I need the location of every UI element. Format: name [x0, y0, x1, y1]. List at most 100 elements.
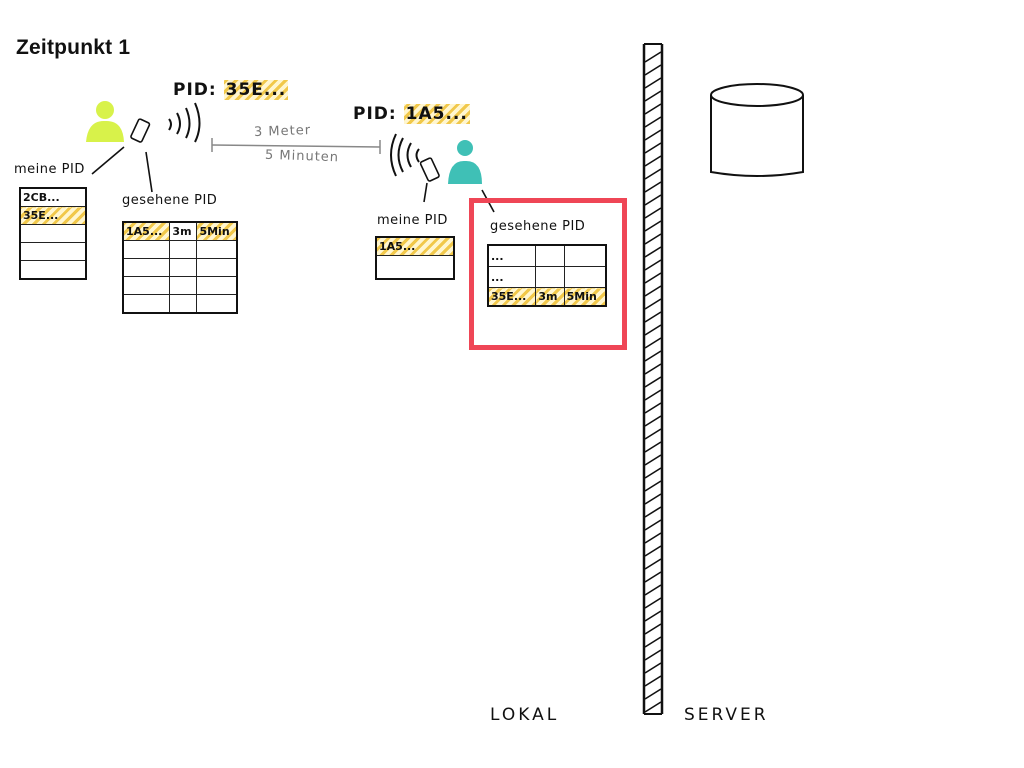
table-cell: 5Min [196, 221, 238, 241]
table-cell: ... [487, 266, 537, 288]
wall-hatch-line [644, 688, 662, 700]
table-cell [169, 240, 198, 259]
wall-hatch-line [644, 467, 662, 479]
table-cell [535, 266, 565, 288]
table-cell [196, 294, 238, 314]
wall-hatch-line [644, 350, 662, 362]
wall-hatch-line [644, 454, 662, 466]
wall-hatch-line [644, 298, 662, 310]
table-row [122, 276, 238, 295]
wall-hatch-line [644, 545, 662, 557]
wall-hatch-line [644, 246, 662, 258]
wall-hatch-line [644, 77, 662, 89]
table-cell [19, 242, 87, 261]
database-icon [710, 83, 804, 177]
wall-hatch-line [644, 194, 662, 206]
wall-hatch-line [644, 675, 662, 687]
person-a-pid: PID: 35E... [173, 80, 289, 100]
zone-label-server: SERVER [684, 705, 769, 725]
wall-hatch-line [644, 376, 662, 388]
signal-b-icon [390, 133, 420, 177]
wall-divider [642, 43, 664, 715]
wall-hatch-line [644, 337, 662, 349]
pid-label: PID: [353, 104, 397, 124]
wall-hatch-line [644, 701, 662, 713]
wall-hatch-line [644, 441, 662, 453]
wall-hatch-line [644, 90, 662, 102]
wall-hatch-line [644, 480, 662, 492]
table-cell: 2CB... [19, 187, 87, 207]
table-cell [122, 240, 171, 259]
table-row [122, 240, 238, 259]
zone-label-lokal: LOKAL [490, 705, 560, 725]
pid-value: 1A5... [403, 104, 470, 124]
table-row: 1A5... 3m 5Min [122, 221, 238, 241]
wall-hatch-line [644, 584, 662, 596]
wall-hatch-line [644, 506, 662, 518]
wall-hatch-line [644, 220, 662, 232]
wall-hatch-line [644, 558, 662, 570]
wall-hatch-line [644, 168, 662, 180]
pid-label: PID: [173, 80, 217, 100]
table-row [19, 242, 87, 261]
table-cell: 3m [535, 287, 565, 307]
table-cell [169, 276, 198, 295]
table-row: ... [487, 266, 607, 288]
phone-a-icon [130, 118, 151, 143]
wall-hatch-line [644, 64, 662, 76]
wall-hatch-line [644, 181, 662, 193]
wall-hatch-line [644, 636, 662, 648]
person-a-icon [86, 101, 124, 142]
person-a-gesehene-pid-label: gesehene PID [122, 193, 218, 208]
phone-b-icon [419, 157, 440, 182]
person-b-icon [448, 140, 482, 184]
distance-meters: 3 Meter [253, 123, 312, 140]
wall-hatch-line [644, 623, 662, 635]
table-row [19, 260, 87, 280]
wall-hatch-line [644, 597, 662, 609]
table-cell: 1A5... [375, 236, 455, 256]
wall-hatch-line [644, 662, 662, 674]
table-cell [122, 276, 171, 295]
table-cell [19, 260, 87, 280]
person-a-meine-pid-label: meine PID [14, 162, 85, 177]
table-row [122, 258, 238, 277]
signal-a-icon [168, 102, 201, 143]
table-row [375, 255, 455, 280]
wall-hatch-line [644, 389, 662, 401]
wall-hatch-line [644, 363, 662, 375]
wall-hatch-line [644, 142, 662, 154]
wall-hatch-line [644, 103, 662, 115]
table-row: 1A5... [375, 236, 455, 256]
table-row: 2CB... [19, 187, 87, 207]
wall-hatch-line [644, 272, 662, 284]
table-cell [169, 294, 198, 314]
table-cell [196, 258, 238, 277]
wall-hatch-line [644, 415, 662, 427]
wall-hatch-line [644, 311, 662, 323]
table-cell [122, 258, 171, 277]
wall-hatch-line [644, 155, 662, 167]
table-cell [169, 258, 198, 277]
wall-hatch-line [644, 233, 662, 245]
wall-hatch-line [644, 259, 662, 271]
pid-value: 35E... [223, 80, 289, 100]
wall-hatch-line [644, 324, 662, 336]
table-row [19, 224, 87, 243]
highlight-frame [469, 198, 627, 350]
distance-line [211, 138, 381, 154]
wall-hatch-line [644, 610, 662, 622]
table-cell: 5Min [563, 287, 607, 307]
wall-hatch-line [644, 428, 662, 440]
wall-hatch-line [644, 519, 662, 531]
person-b-gesehene-pid-label: gesehene PID [490, 219, 586, 234]
wall-hatch-line [644, 532, 662, 544]
wall-hatch-line [644, 116, 662, 128]
person-b-pid: PID: 1A5... [353, 104, 470, 124]
table-cell [196, 276, 238, 295]
table-cell [122, 294, 171, 314]
table-row: 35E... [19, 206, 87, 225]
person-b-gesehene-pid-table: ... ... 35E... 3m 5Min [487, 244, 607, 307]
table-cell: 3m [169, 221, 198, 241]
